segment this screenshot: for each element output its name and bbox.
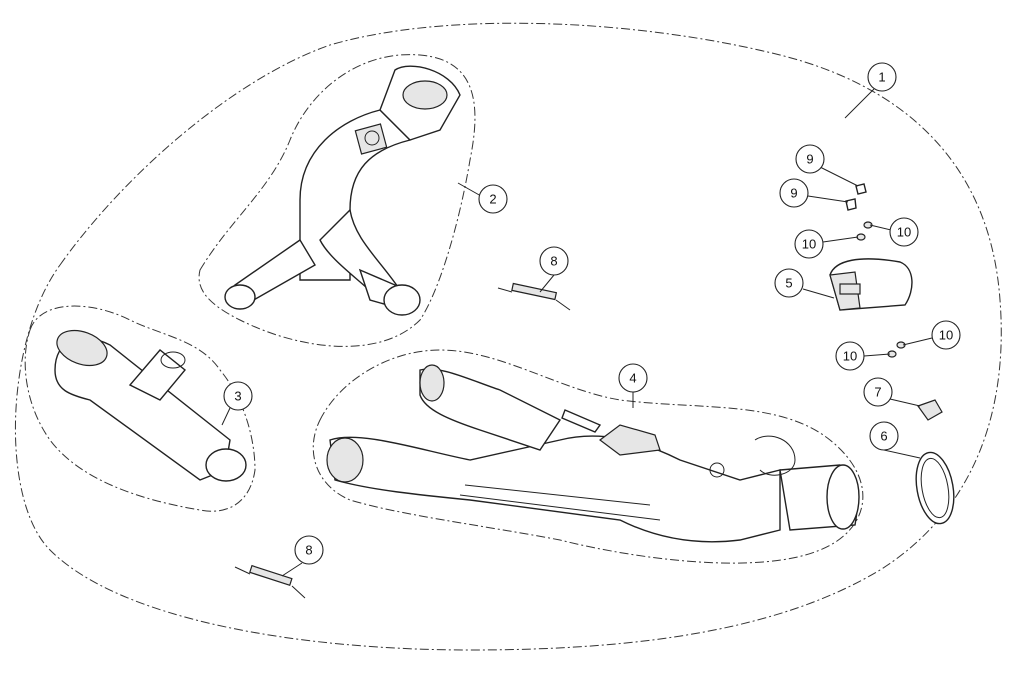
part-3-header-pipe [54, 329, 247, 482]
svg-text:3: 3 [234, 389, 241, 404]
callout-6: 6 [869, 421, 899, 451]
svg-text:10: 10 [939, 328, 953, 343]
svg-text:10: 10 [897, 225, 911, 240]
leader-lines [221, 88, 933, 577]
fasteners [845, 183, 906, 358]
svg-text:1: 1 [878, 70, 885, 85]
svg-text:2: 2 [489, 192, 496, 207]
svg-text:4: 4 [629, 371, 636, 386]
callout-10-c: 10 [931, 320, 961, 350]
svg-text:9: 9 [790, 186, 797, 201]
part-8-spring-upper [497, 282, 571, 311]
part-4-collector [326, 364, 860, 543]
part-8-spring-lower [234, 564, 306, 599]
callout-4: 4 [618, 363, 648, 393]
callout-10-b: 10 [794, 229, 824, 259]
callout-10-a: 10 [889, 217, 919, 247]
callout-9-lower: 9 [779, 178, 809, 208]
callout-9-upper: 9 [795, 144, 825, 174]
callout-3: 3 [223, 381, 253, 411]
svg-text:8: 8 [305, 543, 312, 558]
callout-5: 5 [774, 268, 804, 298]
svg-text:5: 5 [785, 276, 792, 291]
svg-text:10: 10 [802, 237, 816, 252]
callout-8-lower: 8 [294, 535, 324, 565]
callout-8-upper: 8 [539, 246, 569, 276]
part-2-outline [198, 54, 476, 347]
callout-7: 7 [863, 377, 893, 407]
part-3-outline [24, 305, 256, 512]
part-5-heat-shield [829, 258, 913, 311]
part-7-clip [917, 399, 943, 421]
callout-1: 1 [867, 62, 897, 92]
callout-10-d: 10 [835, 341, 865, 371]
svg-text:8: 8 [550, 254, 557, 269]
part-2-header-pipe [224, 65, 461, 316]
svg-text:6: 6 [880, 429, 887, 444]
svg-text:10: 10 [843, 349, 857, 364]
part-4-outline [312, 349, 864, 564]
part-6-clamp [915, 451, 955, 525]
callout-2: 2 [478, 184, 508, 214]
assembly-outline [14, 22, 1002, 651]
svg-text:7: 7 [874, 385, 881, 400]
svg-text:9: 9 [806, 152, 813, 167]
